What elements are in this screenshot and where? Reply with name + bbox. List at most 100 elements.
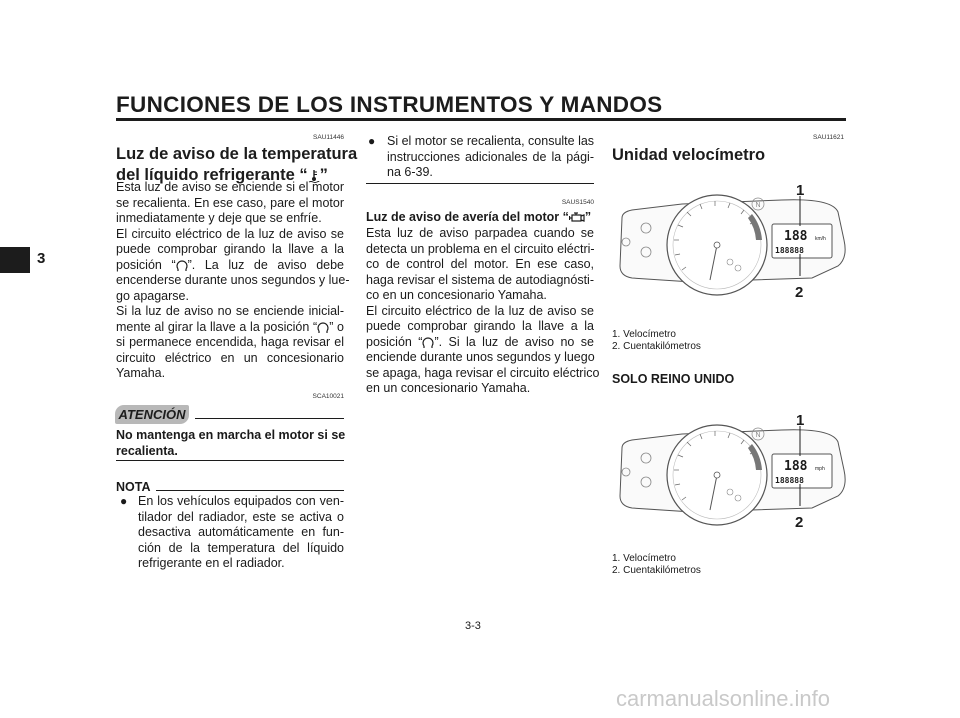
text-line: puede comprobar girando la llave a la [116, 242, 344, 256]
neutral-indicator-icon [751, 427, 765, 441]
text-line: Si la luz de aviso no se enciende inicia… [116, 304, 344, 318]
text-line: No mantenga en marcha el motor si se [116, 428, 346, 442]
heading-line: del líquido refrigerante “ ” [116, 165, 356, 186]
speedometer-figure-mph: N 188 mph 188888 1 2 [619, 412, 846, 531]
indicator-icon [640, 246, 652, 258]
heading-text: del líquido refrigerante “ [116, 166, 308, 184]
caption-line: 2. Cuentakilómetros [612, 565, 701, 576]
chapter-number: 3 [37, 250, 46, 267]
atencion-rule [195, 418, 344, 420]
section-heading-speedometer: Unidad velocímetro [612, 146, 766, 164]
text-line: El circuito eléctrico de la luz de aviso… [116, 226, 344, 241]
text-line: Yamaha. [116, 366, 166, 380]
section-code: SAU11446 [313, 134, 344, 141]
text-line: posición “ ”. La luz de aviso debe [116, 258, 344, 274]
engine-trouble-icon [568, 212, 585, 223]
coolant-temperature-icon [308, 169, 320, 183]
paragraph-engine: Esta luz de aviso parpadea cuando se det… [366, 226, 600, 397]
text-line: circuito eléctrico en un concesionario [116, 350, 344, 365]
figure-caption: 1. Velocímetro 2. Cuentakilómetros [612, 553, 701, 577]
section-rule [366, 183, 594, 185]
text-line: recalienta. [116, 443, 178, 458]
text: ”. Si la luz de aviso no se [434, 334, 595, 349]
callout-1: 1 [796, 182, 804, 199]
text-line: na 6-39. [387, 165, 433, 179]
heading-line: Luz de aviso de avería del motor “ ” [366, 210, 606, 226]
text-line: mente al girar la llave a la posición “”… [116, 320, 344, 336]
caption-line: 1. Velocímetro [612, 553, 676, 564]
text-line: si permanece encendida, haga revisar el [116, 335, 344, 349]
paragraph-coolant-1: Esta luz de aviso se enciende si el moto… [116, 180, 350, 382]
page-number: 3-3 [465, 620, 481, 632]
indicator-icon [621, 237, 631, 247]
nota-label: NOTA [116, 480, 151, 494]
text: posición “ [116, 257, 176, 272]
indicator-icon [640, 476, 652, 488]
key-on-position-icon [317, 322, 329, 334]
nota-bullet-text: En los vehículos equipados con ven- tila… [138, 494, 344, 572]
text-line: En los vehículos equipados con ven- [138, 494, 344, 508]
text: ”. La luz de aviso debe [187, 257, 344, 272]
lcd-display [771, 223, 833, 259]
subheading-uk: SOLO REINO UNIDO [612, 372, 735, 386]
indicator-icon [621, 467, 631, 477]
atencion-badge: ATENCIÓN [115, 405, 189, 424]
text-line: co en un concesionario Yamaha. [366, 288, 547, 302]
text-line: instrucciones adicionales de la pági- [387, 149, 594, 164]
text-line: refrigerante en el radiador. [138, 556, 285, 570]
figure-caption: 1. Velocímetro 2. Cuentakilómetros [612, 329, 701, 353]
watermark: carmanualsonline.info [616, 686, 831, 711]
caption-line: 1. Velocímetro [612, 329, 676, 340]
title-rule [116, 118, 846, 121]
text-line: El circuito eléctrico de la luz de aviso… [366, 303, 594, 318]
caption-line: 2. Cuentakilómetros [612, 341, 701, 352]
text-line: en un concesionario Yamaha. [366, 381, 531, 395]
text-line: haga revisar el sistema de autodiagnósti… [366, 272, 594, 287]
text-line: se apaga, haga revisar el circuito eléct… [366, 365, 600, 380]
section-code: SAUS1540 [561, 199, 594, 206]
key-on-position-icon [422, 337, 435, 349]
nota-rule [156, 490, 344, 492]
neutral-label: N [755, 202, 760, 209]
text-line: se recalienta. En ese caso, pare el moto… [116, 195, 344, 210]
lcd-display [771, 453, 833, 489]
section-heading-coolant: Luz de aviso de la temperatura del líqui… [116, 144, 358, 186]
text: mente al girar la llave a la posición “ [116, 319, 318, 334]
heading-line: Luz de aviso de la temperatura [116, 145, 358, 163]
neutral-indicator-icon [751, 197, 765, 211]
section-code: SAU11621 [813, 134, 844, 141]
odometer-readout: 188888 [775, 476, 804, 485]
text-line: Si el motor se recalienta, consulte las [387, 134, 595, 148]
page-title: FUNCIONES DE LOS INSTRUMENTOS Y MANDOS [116, 92, 663, 117]
speed-readout: 188 [784, 459, 808, 474]
speed-unit: km/h [815, 236, 826, 242]
text-line: tilador del radiador, este se activa o [138, 509, 344, 524]
callout-1: 1 [796, 412, 804, 429]
speed-readout: 188 [784, 229, 808, 244]
text-line: encenderse durante unos segundos y lue- [116, 273, 350, 287]
indicator-icon [640, 222, 652, 234]
warning-code: SCA10021 [312, 393, 344, 400]
section-heading-engine: Luz de aviso de avería del motor “ ” [366, 210, 606, 226]
text-line: ción de la temperatura del líquido [138, 540, 344, 555]
text-line: Esta luz de aviso se enciende si el moto… [116, 180, 344, 194]
bullet-dot: ● [120, 494, 128, 508]
text-line: puede comprobar girando la llave a la [366, 319, 594, 333]
heading-text: ” [319, 166, 328, 184]
bullet-dot: ● [368, 134, 376, 148]
heading-text: ” [584, 210, 592, 224]
neutral-label: N [755, 432, 760, 439]
warning-text: No mantenga en marcha el motor si se rec… [116, 428, 346, 459]
text-line: detecta un problema en el circuito eléct… [366, 241, 595, 256]
heading-text: Luz de aviso de avería del motor “ [366, 210, 569, 224]
text-line: co de control del motor. En ese caso, [366, 257, 594, 271]
indicator-icon [640, 452, 652, 464]
callout-2: 2 [795, 284, 803, 301]
text: posición “ [366, 334, 423, 349]
text-line: desactiva automáticamente en fun- [138, 525, 344, 539]
text-line: posición “ ”. Si la luz de aviso no se [366, 335, 594, 351]
warning-end-rule [116, 460, 344, 462]
text-line: go apagarse. [116, 288, 189, 303]
odometer-readout: 188888 [775, 246, 804, 255]
chapter-tab [0, 247, 30, 273]
